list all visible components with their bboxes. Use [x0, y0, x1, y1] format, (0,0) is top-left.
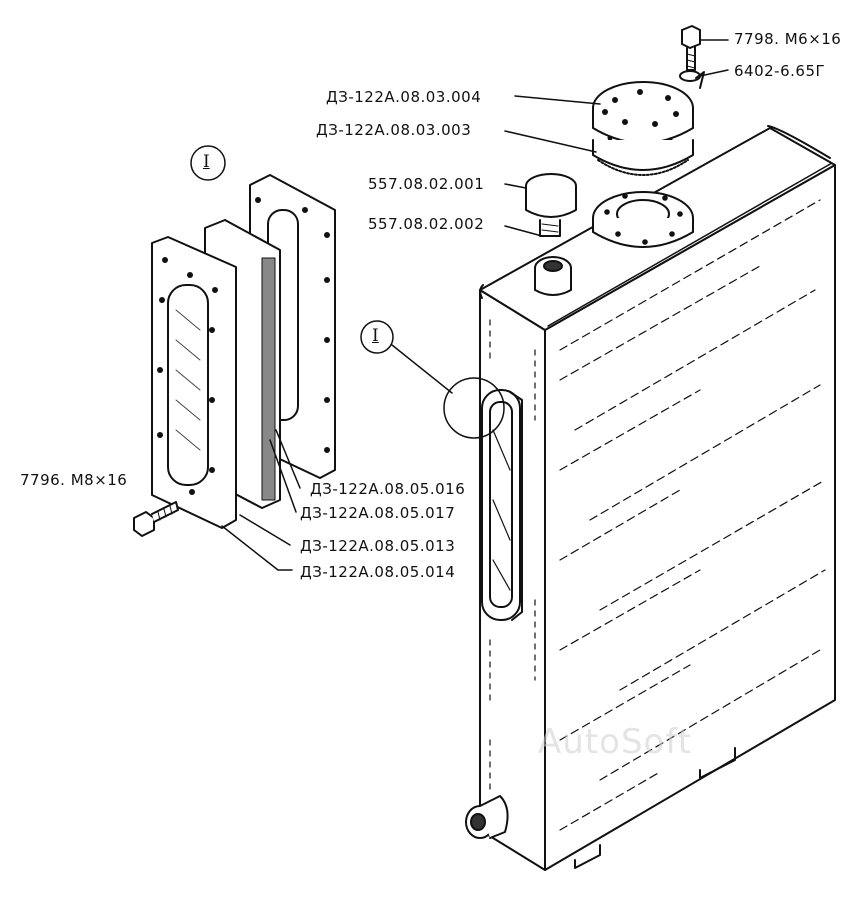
label-glass-017: ДЗ-122А.08.05.017	[300, 504, 456, 522]
label-bolt-left: 7796. М8×16	[20, 471, 128, 489]
label-glass-013: ДЗ-122А.08.05.013	[300, 537, 456, 555]
label-cap-base: 557.08.02.002	[368, 215, 485, 233]
label-cover-gasket: ДЗ-122А.08.03.003	[316, 121, 472, 139]
callout-detail-on-tank: I	[372, 326, 379, 346]
label-cover: ДЗ-122А.08.03.004	[326, 88, 482, 106]
label-glass-016: ДЗ-122А.08.05.016	[310, 480, 466, 498]
label-cap: 557.08.02.001	[368, 175, 485, 193]
label-bolt-top: 7798. М6×16	[734, 30, 842, 48]
filler-cover-stack	[525, 25, 705, 248]
label-washer-top: 6402-6.65Г	[734, 62, 826, 80]
leader-lines	[190, 39, 729, 571]
label-glass-014: ДЗ-122А.08.05.014	[300, 563, 456, 581]
sight-glass-detail	[133, 174, 336, 537]
callout-detail-view: I	[203, 152, 210, 172]
watermark: AutoSoft	[538, 722, 693, 762]
level-gauge-on-tank	[443, 377, 523, 621]
